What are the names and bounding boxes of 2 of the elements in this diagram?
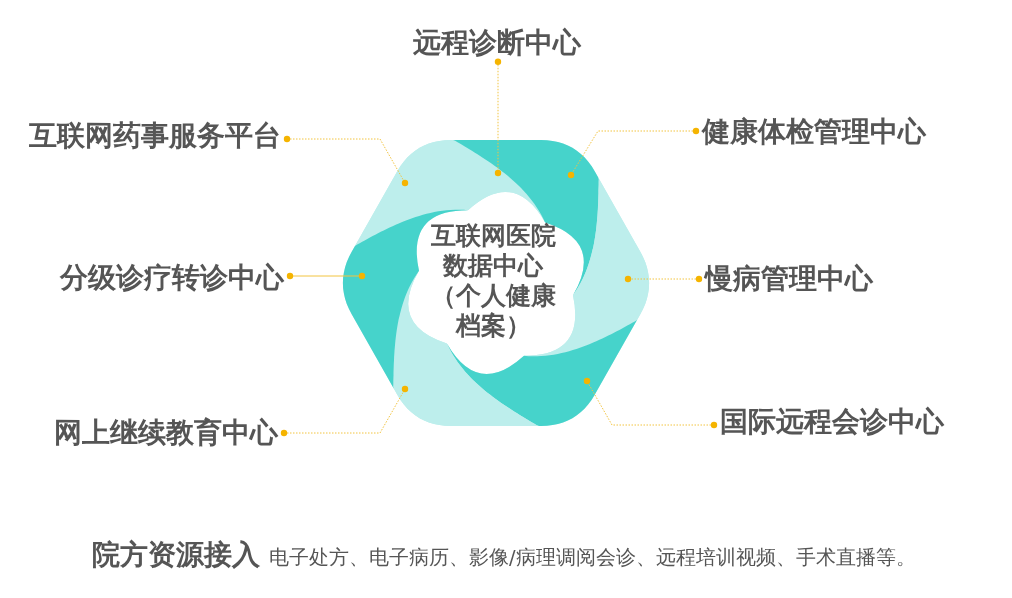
footer-text: 电子处方、电子病历、影像/病理调阅会诊、远程培训视频、手术直播等。 [269,546,916,570]
footer-heading: 院方资源接入 [92,538,260,572]
